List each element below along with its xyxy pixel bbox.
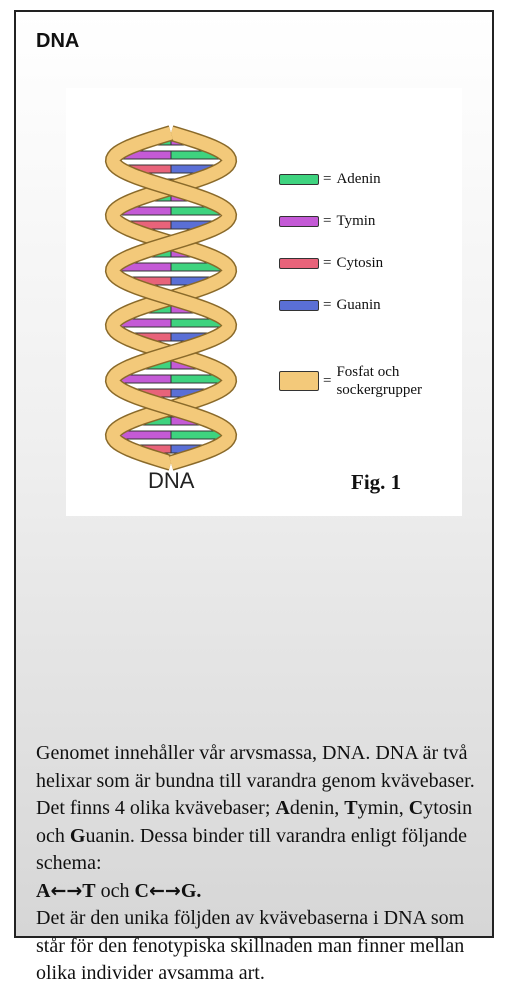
tymin-swatch (279, 216, 319, 227)
base-rest: uanin. Dessa binder till varandra enligt… (36, 825, 467, 875)
equals-sign: = (323, 213, 331, 230)
legend-item-guanin: = Guanin (279, 284, 464, 326)
base-letter: T (344, 797, 357, 819)
conjunction: och (101, 880, 130, 902)
body-text: Genomet innehåller vår arvsmassa, DNA. D… (36, 740, 486, 988)
card-heading: DNA (36, 30, 79, 53)
backbone-swatch (279, 371, 319, 391)
paragraph-conclusion: Det är den unika följden av kvävebaserna… (36, 905, 486, 988)
conjunction: och (36, 825, 65, 847)
equals-sign: = (323, 297, 331, 314)
equals-sign: = (323, 171, 331, 188)
equals-sign: = (323, 255, 331, 272)
legend-label: Tymin (336, 213, 375, 230)
adenin-swatch (279, 174, 319, 185)
base-rest: ytosin (423, 797, 472, 819)
pairing-rule: A←→T och C←→G. (36, 878, 486, 906)
base-letter: G (70, 825, 86, 847)
base-letter: C (409, 797, 423, 819)
legend-item-tymin: = Tymin (279, 200, 464, 242)
pair-base: T (82, 880, 95, 902)
diagram-label: DNA (148, 468, 194, 494)
legend-label: Adenin (336, 171, 380, 188)
figure-caption: Fig. 1 (351, 470, 401, 495)
legend-item-cytosin: = Cytosin (279, 242, 464, 284)
base-rest: denin, (290, 797, 339, 819)
helix-strands (113, 133, 229, 463)
double-arrow-icon: ←→ (50, 880, 82, 902)
pair-end: . (196, 880, 201, 902)
legend-item-adenin: = Adenin (279, 158, 464, 200)
pair-base: A (36, 880, 50, 902)
paragraph-bases: Genomet innehåller vår arvsmassa, DNA. D… (36, 740, 486, 878)
pair-base: C (135, 880, 149, 902)
dna-figure: DNA Fig. 1 = Adenin = Tymin = Cytosin = … (66, 88, 462, 516)
legend-label: Fosfat och sockergrupper (336, 363, 436, 399)
base-rest: ymin, (358, 797, 404, 819)
guanin-swatch (279, 300, 319, 311)
pair-base: G (181, 880, 197, 902)
info-card: DNA DNA Fig. 1 = Adenin = Tymin = Cytosi… (14, 10, 494, 938)
equals-sign: = (323, 373, 331, 390)
legend: = Adenin = Tymin = Cytosin = Guanin = (279, 158, 464, 416)
legend-item-backbone: = Fosfat och sockergrupper (279, 346, 464, 416)
legend-label: Guanin (336, 297, 380, 314)
cytosin-swatch (279, 258, 319, 269)
base-letter: A (275, 797, 289, 819)
double-arrow-icon: ←→ (149, 880, 181, 902)
legend-label: Cytosin (336, 255, 383, 272)
